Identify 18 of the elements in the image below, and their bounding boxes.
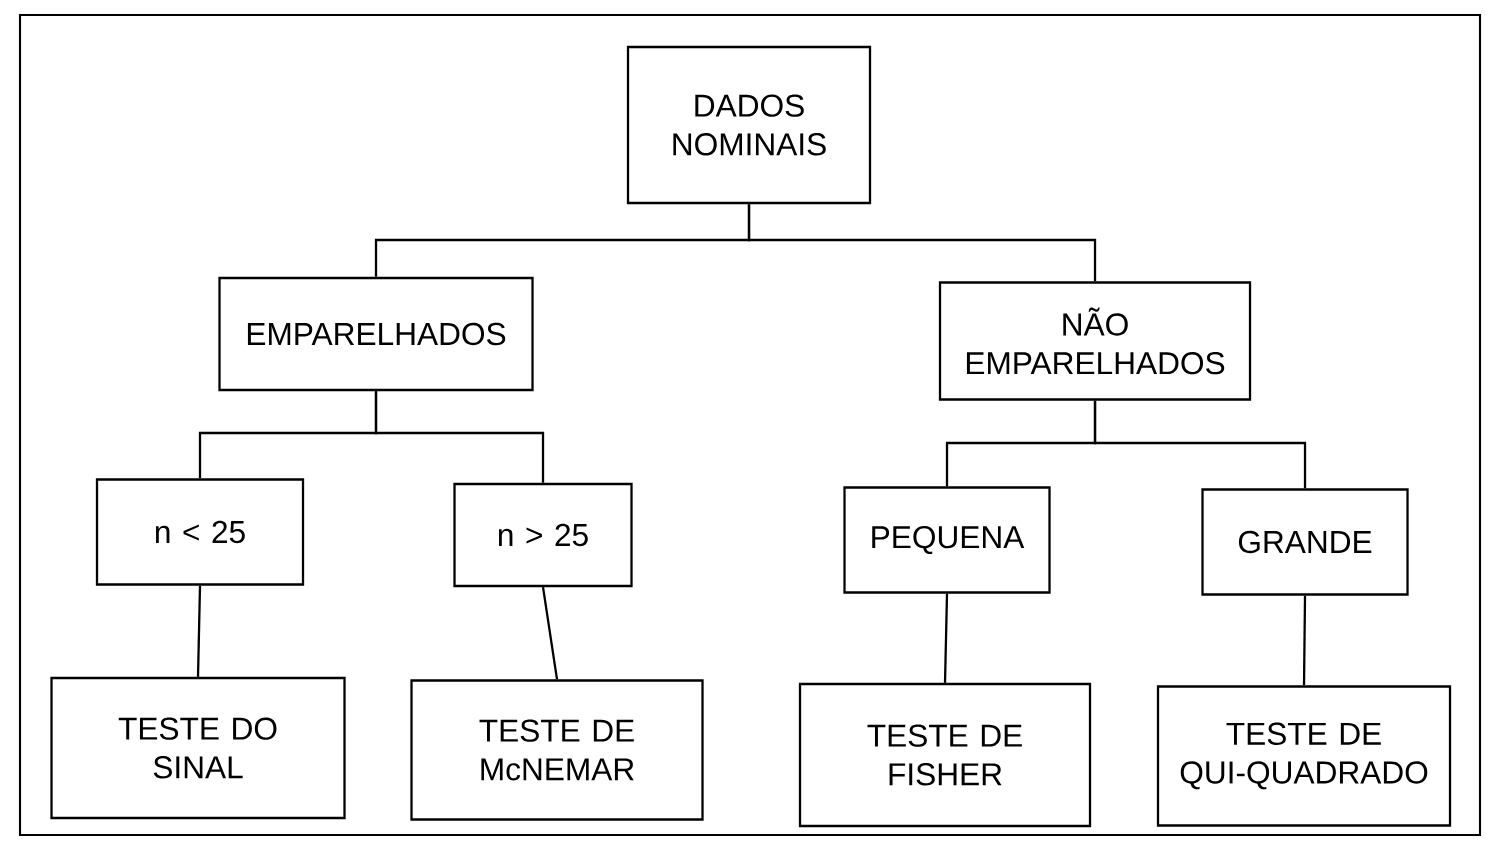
text-box: NÃO EMPARELHADOS xyxy=(938,281,1252,401)
text-box: EMPARELHADOS xyxy=(218,276,534,392)
connector-line xyxy=(541,586,559,680)
connector-line xyxy=(1093,400,1307,489)
text-box: n > 25 xyxy=(453,482,633,588)
text-box: PEQUENA xyxy=(843,486,1051,594)
connector-line xyxy=(374,391,545,483)
text-box: GRANDE xyxy=(1201,488,1409,596)
connector-line xyxy=(747,204,1097,282)
text-box: DADOS NOMINAIS xyxy=(626,45,872,205)
text-box: TESTE DE McNEMAR xyxy=(410,679,704,821)
connector-line xyxy=(1302,595,1307,686)
connector-line xyxy=(196,585,202,677)
text-box: n < 25 xyxy=(95,478,305,586)
text-box: TESTE DO SINAL xyxy=(50,676,346,820)
text-box: TESTE DE FISHER xyxy=(798,682,1092,828)
connector-line xyxy=(943,593,949,683)
text-box: TESTE DE QUI-QUADRADO xyxy=(1156,685,1452,827)
